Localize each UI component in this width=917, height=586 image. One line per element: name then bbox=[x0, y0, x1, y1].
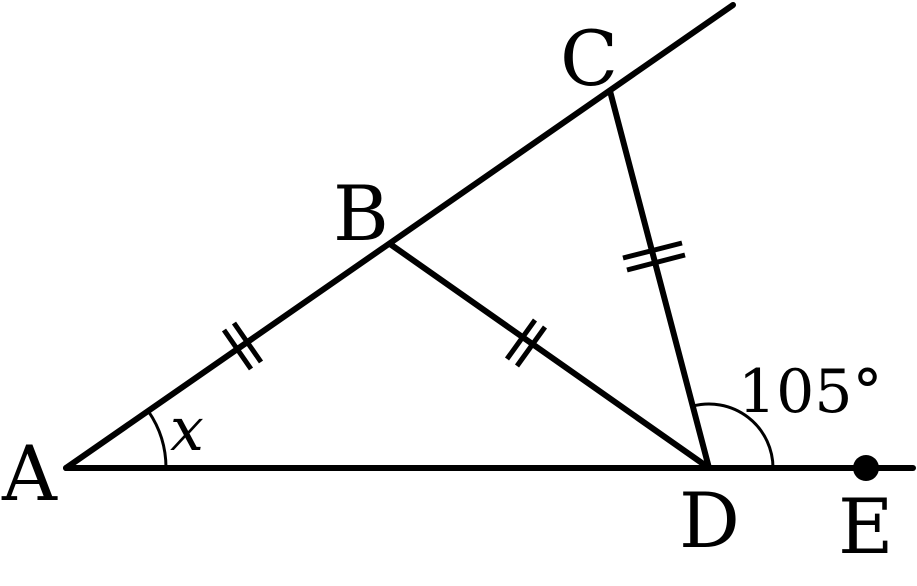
tick-marks-bd bbox=[504, 318, 548, 368]
angle-label-105: 105° bbox=[738, 357, 883, 427]
point-label-a: A bbox=[1, 429, 58, 518]
point-label-c: C bbox=[560, 14, 618, 103]
segment-bd bbox=[387, 241, 712, 471]
angle-arc-a bbox=[147, 410, 168, 469]
tick-marks-ab bbox=[221, 321, 264, 371]
angle-label-x: x bbox=[170, 395, 204, 465]
angle-arc-d bbox=[692, 402, 775, 469]
point-e-dot bbox=[853, 455, 879, 481]
point-label-d: D bbox=[679, 476, 740, 565]
tick-marks-cd bbox=[622, 240, 686, 273]
point-label-e: E bbox=[838, 482, 893, 571]
ray-ac bbox=[63, 2, 736, 471]
point-label-b: B bbox=[333, 169, 389, 258]
